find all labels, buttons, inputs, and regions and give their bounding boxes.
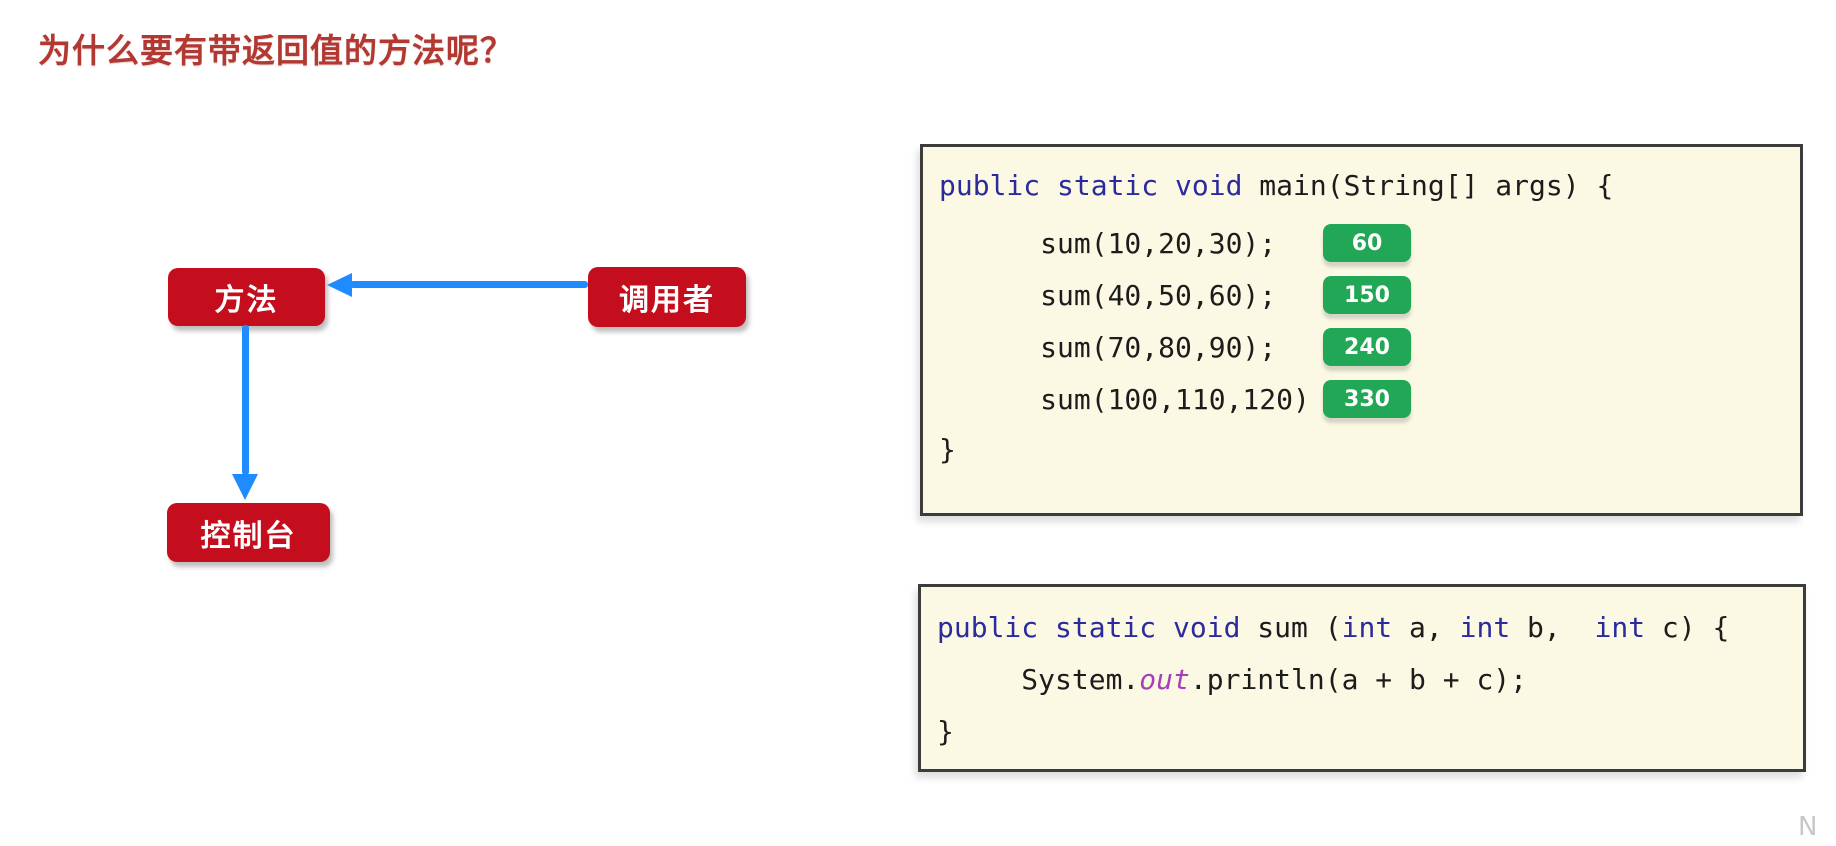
watermark-letter: N — [1798, 812, 1818, 842]
arrow-down-head-icon — [232, 474, 258, 500]
console-box: 控制台 — [167, 503, 330, 562]
keyword-public-static-void-sum: public static void — [937, 610, 1258, 644]
sum-name: sum ( — [1257, 610, 1342, 644]
code-line-sum-call-1: sum(10,20,30); 60 — [939, 217, 1784, 269]
keyword-int-c: int — [1594, 610, 1646, 644]
method-box: 方法 — [168, 268, 325, 326]
console-box-label: 控制台 — [200, 518, 297, 554]
code-line-sum-close: } — [937, 705, 1787, 757]
code-line-sum-signature: public static void sum (int a, int b, in… — [937, 601, 1787, 653]
result-badge-330: 330 — [1323, 380, 1411, 418]
keyword-public-static-void: public static void — [939, 168, 1260, 202]
main-closing-brace: } — [939, 432, 956, 466]
code-block-main: public static void main(String[] args) {… — [920, 144, 1803, 516]
code-block-sum: public static void sum (int a, int b, in… — [918, 584, 1806, 772]
arrow-method-to-console-line — [242, 325, 249, 475]
field-out: out — [1139, 662, 1190, 696]
caller-box: 调用者 — [588, 267, 746, 327]
caller-box-label: 调用者 — [619, 283, 715, 318]
main-signature-rest: main(String[] args) { — [1259, 168, 1614, 202]
code-line-sum-call-3: sum(70,80,90); 240 — [939, 321, 1784, 373]
result-badge-240: 240 — [1323, 328, 1411, 366]
arrow-left-head-icon — [327, 273, 352, 297]
param-c: c) { — [1645, 610, 1730, 644]
page-title: 为什么要有带返回值的方法呢？ — [38, 31, 514, 70]
param-b: b, — [1510, 610, 1595, 644]
result-badge-60: 60 — [1323, 224, 1411, 262]
code-line-sum-call-2: sum(40,50,60); 150 — [939, 269, 1784, 321]
keyword-int-a: int — [1341, 610, 1393, 644]
code-line-println: System.out.println(a + b + c); — [937, 653, 1787, 705]
keyword-int-b: int — [1459, 610, 1511, 644]
method-box-label: 方法 — [214, 283, 279, 318]
println-prefix: System. — [937, 662, 1140, 696]
sum-call-3-code: sum(70,80,90); — [939, 330, 1277, 364]
code-line-main-signature: public static void main(String[] args) { — [939, 153, 1784, 217]
result-badge-150: 150 — [1323, 276, 1411, 314]
sum-call-1-code: sum(10,20,30); — [939, 226, 1277, 260]
sum-call-4-code: sum(100,110,120) — [939, 382, 1310, 416]
param-a: a, — [1392, 610, 1460, 644]
sum-closing-brace: } — [937, 714, 954, 748]
code-line-main-close: } — [939, 425, 1784, 473]
sum-call-2-code: sum(40,50,60); — [939, 278, 1277, 312]
println-suffix: .println(a + b + c); — [1189, 662, 1528, 696]
code-line-sum-call-4: sum(100,110,120) 330 — [939, 373, 1784, 425]
arrow-caller-to-method-line — [350, 281, 588, 288]
